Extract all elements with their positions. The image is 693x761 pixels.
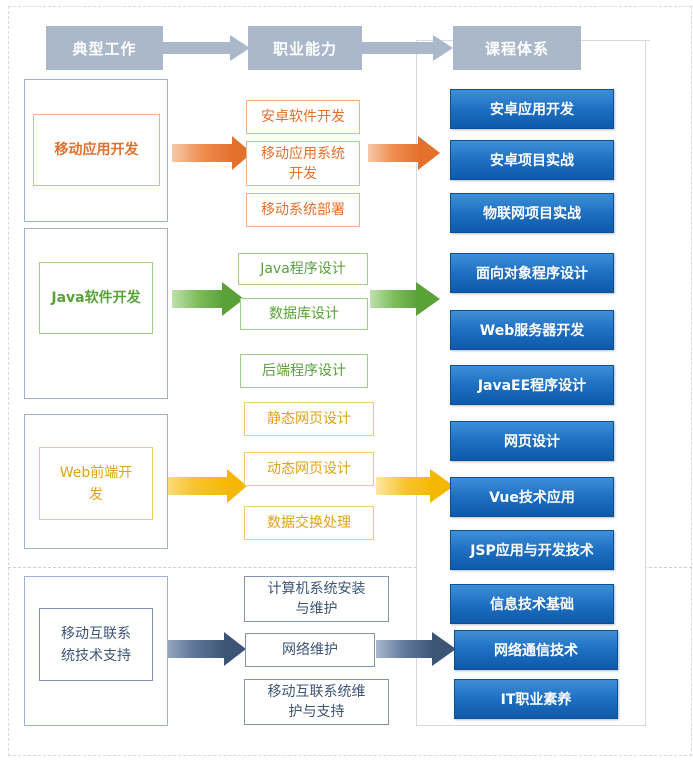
- course-item-4: 面向对象程序设计: [450, 253, 614, 293]
- diagram-border: [8, 6, 692, 756]
- section-network-frame: [24, 576, 168, 726]
- header-career-ability: 职业能力: [248, 26, 362, 70]
- course-panel-line: [580, 40, 650, 41]
- course-item-11: 网络通信技术: [454, 630, 618, 670]
- course-item-7: 网页设计: [450, 421, 614, 461]
- course-item-2: 安卓项目实战: [450, 140, 614, 180]
- course-item-8: Vue技术应用: [450, 477, 614, 517]
- section-web-frame: [24, 414, 168, 549]
- skill-mobile-2: 移动应用系统 开发: [246, 141, 360, 186]
- skill-mobile-1: 安卓软件开发: [246, 100, 360, 134]
- section-network-title: 移动互联系 统技术支持: [39, 608, 153, 681]
- header-arrow-1: [163, 35, 250, 61]
- header-course-system: 课程体系: [453, 26, 581, 70]
- green-arrow-right: [370, 282, 440, 316]
- navy-arrow-left: [158, 632, 246, 666]
- section-java-frame: [24, 228, 168, 399]
- skill-web-1: 静态网页设计: [244, 402, 374, 436]
- course-item-12: IT职业素养: [454, 679, 618, 719]
- course-item-10: 信息技术基础: [450, 584, 614, 624]
- section-mobile-title: 移动应用开发: [33, 114, 160, 186]
- yellow-arrow-right: [376, 469, 454, 503]
- course-item-6: JavaEE程序设计: [450, 365, 614, 405]
- skill-java-1: Java程序设计: [238, 253, 368, 285]
- section-divider: [8, 567, 692, 568]
- header-typical-work: 典型工作: [46, 26, 163, 70]
- orange-arrow-left: [172, 136, 252, 170]
- skill-java-3: 后端程序设计: [240, 354, 368, 388]
- skill-network-1: 计算机系统安装 与维护: [244, 576, 389, 622]
- skill-network-2: 网络维护: [245, 633, 375, 667]
- section-web-title: Web前端开 发: [39, 447, 153, 520]
- yellow-arrow-left: [155, 469, 247, 503]
- course-item-9: JSP应用与开发技术: [450, 530, 614, 570]
- green-arrow-left: [172, 282, 244, 316]
- course-item-1: 安卓应用开发: [450, 89, 614, 129]
- course-item-3: 物联网项目实战: [450, 193, 614, 233]
- skill-mobile-3: 移动系统部署: [246, 193, 360, 227]
- navy-arrow-right: [376, 632, 456, 666]
- section-java-title: Java软件开发: [39, 262, 153, 334]
- skill-java-2: 数据库设计: [240, 298, 368, 330]
- section-mobile-frame: [24, 79, 168, 222]
- skill-web-2: 动态网页设计: [244, 452, 374, 486]
- orange-arrow-right: [368, 136, 440, 170]
- skill-web-3: 数据交换处理: [244, 506, 374, 540]
- skill-network-3: 移动互联系统维 护与支持: [244, 679, 389, 725]
- header-arrow-2: [361, 35, 453, 61]
- course-item-5: Web服务器开发: [450, 310, 614, 350]
